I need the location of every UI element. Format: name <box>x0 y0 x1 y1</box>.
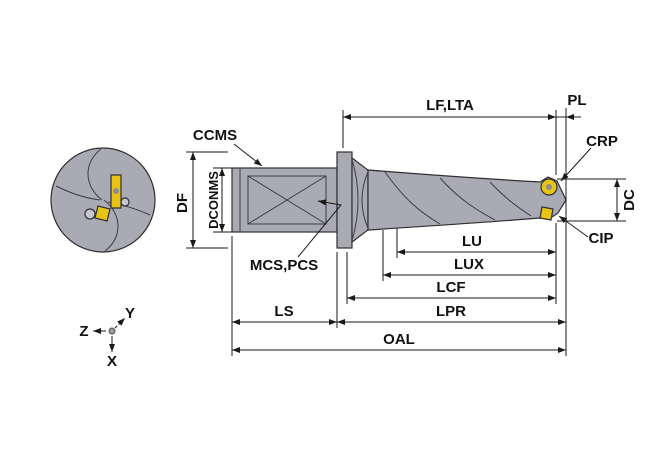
label-dc: DC <box>621 189 638 211</box>
tip-insert-screw <box>546 184 552 190</box>
leader-mcs-pcs <box>297 199 342 258</box>
leader-ccms <box>233 143 263 167</box>
flute-curve-front-2 <box>103 199 119 252</box>
label-crp: CRP <box>586 133 618 150</box>
label-lux: LUX <box>454 256 484 273</box>
leader-cip <box>558 215 589 238</box>
label-pl: PL <box>567 92 586 109</box>
label-df: DF <box>174 193 191 213</box>
label-lf-lta: LF,LTA <box>426 97 474 114</box>
coolant-hole-2 <box>120 197 130 207</box>
label-ccms: CCMS <box>193 127 237 144</box>
side-view <box>231 151 567 249</box>
label-mcs-pcs: MCS,PCS <box>250 257 318 274</box>
label-cip: CIP <box>588 230 613 247</box>
axis-indicator: Z Y X <box>79 305 135 370</box>
label-lu: LU <box>462 233 482 250</box>
label-dconms: DCONMS <box>206 171 221 229</box>
label-ls: LS <box>274 303 293 320</box>
label-oal: OAL <box>383 331 415 348</box>
flute-curve-front-3 <box>55 185 101 201</box>
dimension-labels: LF,LTA PL CRP DC CIP CCMS DF DCONMS MCS,… <box>174 92 638 348</box>
flute-curve-3 <box>489 181 532 217</box>
front-view <box>50 147 156 253</box>
extension-lines <box>186 108 626 356</box>
flute-curve-1 <box>384 171 441 225</box>
label-lpr: LPR <box>436 303 466 320</box>
tip-insert-inner <box>539 206 554 221</box>
flange <box>336 151 353 249</box>
dimension-lines <box>190 114 620 353</box>
front-insert-lower <box>94 205 111 222</box>
leader-lines <box>233 143 592 258</box>
axis-y-arrow <box>114 317 126 329</box>
coolant-hole-1 <box>84 208 96 220</box>
leader-crp <box>560 147 592 182</box>
axis-x-label: X <box>107 353 117 370</box>
axis-origin-dot <box>108 327 116 335</box>
label-lcf: LCF <box>436 279 465 296</box>
axis-z-label: Z <box>79 323 88 340</box>
drill-body <box>367 169 567 231</box>
front-insert-screw <box>113 188 119 194</box>
flute-runout-1 <box>351 159 359 241</box>
flute-runout-2 <box>361 171 369 229</box>
flute-curve-2 <box>439 177 496 221</box>
flute-curve-front-1 <box>87 148 103 201</box>
clamp-flat-diagonal-2 <box>247 175 327 225</box>
drill-face-circle <box>50 147 156 253</box>
axis-y-label: Y <box>125 305 135 322</box>
